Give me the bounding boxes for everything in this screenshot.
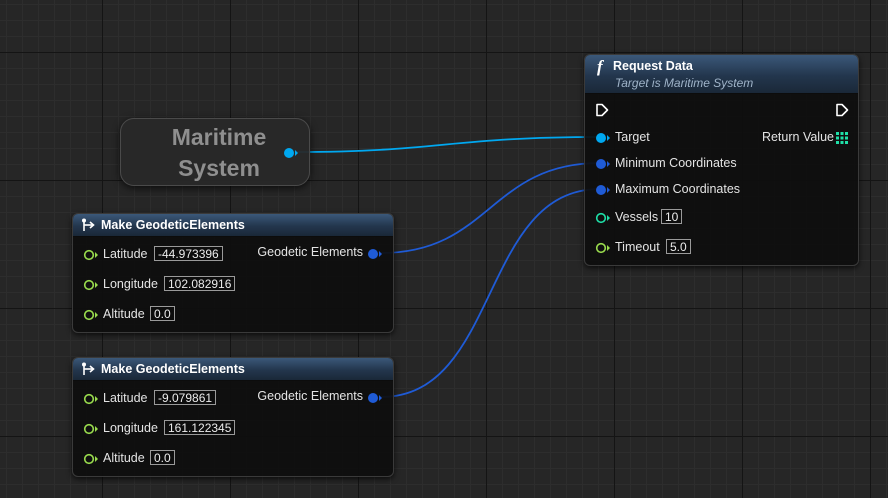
altitude-label: Altitude [103,307,145,321]
altitude-pin[interactable] [83,453,99,465]
geodetic-node-header: Make GeodeticElements [73,214,393,237]
return-value-array-pin[interactable] [836,132,848,144]
function-icon: f [597,57,603,76]
maximum-coordinates-pin[interactable] [595,184,611,196]
altitude-input[interactable]: 0.0 [150,306,175,321]
exec-output-pin[interactable] [835,103,849,117]
make-struct-icon [82,218,95,231]
geodetic-node-title: Make GeodeticElements [101,218,245,232]
request-data-title: Request Data [613,59,693,73]
geodetic-elements-output-label: Geodetic Elements [257,389,363,403]
minimum-coordinates-pin[interactable] [595,158,611,170]
make-geodetic-elements-node[interactable]: Make GeodeticElements Geodetic Elements … [72,213,394,333]
timeout-label: Timeout [615,240,660,254]
longitude-label: Longitude [103,421,158,435]
latitude-label: Latitude [103,247,148,261]
latitude-pin[interactable] [83,393,99,405]
altitude-pin[interactable] [83,309,99,321]
timeout-pin[interactable] [595,242,611,254]
longitude-input[interactable]: 102.082916 [164,276,236,291]
vessels-input[interactable]: 10 [661,209,683,224]
maritime-system-node[interactable]: Maritime System [120,118,310,186]
wire-minimum-coordinates[interactable] [380,162,601,254]
request-data-node[interactable]: f Request Data Target is Maritime System… [584,54,859,266]
longitude-pin[interactable] [83,423,99,435]
request-data-header: f Request Data Target is Maritime System [585,55,858,94]
maritime-output-pin[interactable] [283,147,299,159]
altitude-input[interactable]: 0.0 [150,450,175,465]
geodetic-node-header: Make GeodeticElements [73,358,393,381]
target-label: Target [615,130,650,144]
longitude-input[interactable]: 161.122345 [164,420,236,435]
vessels-pin[interactable] [595,212,611,224]
vessels-label: Vessels [615,210,659,224]
timeout-input[interactable]: 5.0 [666,239,691,254]
make-struct-icon [82,362,95,375]
latitude-input[interactable]: -9.079861 [154,390,217,405]
target-pin[interactable] [595,132,611,144]
make-geodetic-elements-node[interactable]: Make GeodeticElements Geodetic Elements … [72,357,394,477]
geodetic-elements-output-pin[interactable] [367,392,383,404]
longitude-pin[interactable] [83,279,99,291]
request-data-subtitle: Target is Maritime System [615,76,754,90]
altitude-label: Altitude [103,451,145,465]
minimum-coordinates-label: Minimum Coordinates [615,156,737,170]
longitude-label: Longitude [103,277,158,291]
wire-maximum-coordinates[interactable] [380,188,601,398]
geodetic-elements-output-label: Geodetic Elements [257,245,363,259]
latitude-label: Latitude [103,391,148,405]
maximum-coordinates-label: Maximum Coordinates [615,182,741,196]
geodetic-elements-output-pin[interactable] [367,248,383,260]
exec-input-pin[interactable] [595,103,609,117]
latitude-pin[interactable] [83,249,99,261]
geodetic-node-title: Make GeodeticElements [101,362,245,376]
wire-target[interactable] [295,136,601,153]
return-value-label: Return Value [761,130,834,144]
maritime-system-label: Maritime System [171,124,267,181]
latitude-input[interactable]: -44.973396 [154,246,223,261]
